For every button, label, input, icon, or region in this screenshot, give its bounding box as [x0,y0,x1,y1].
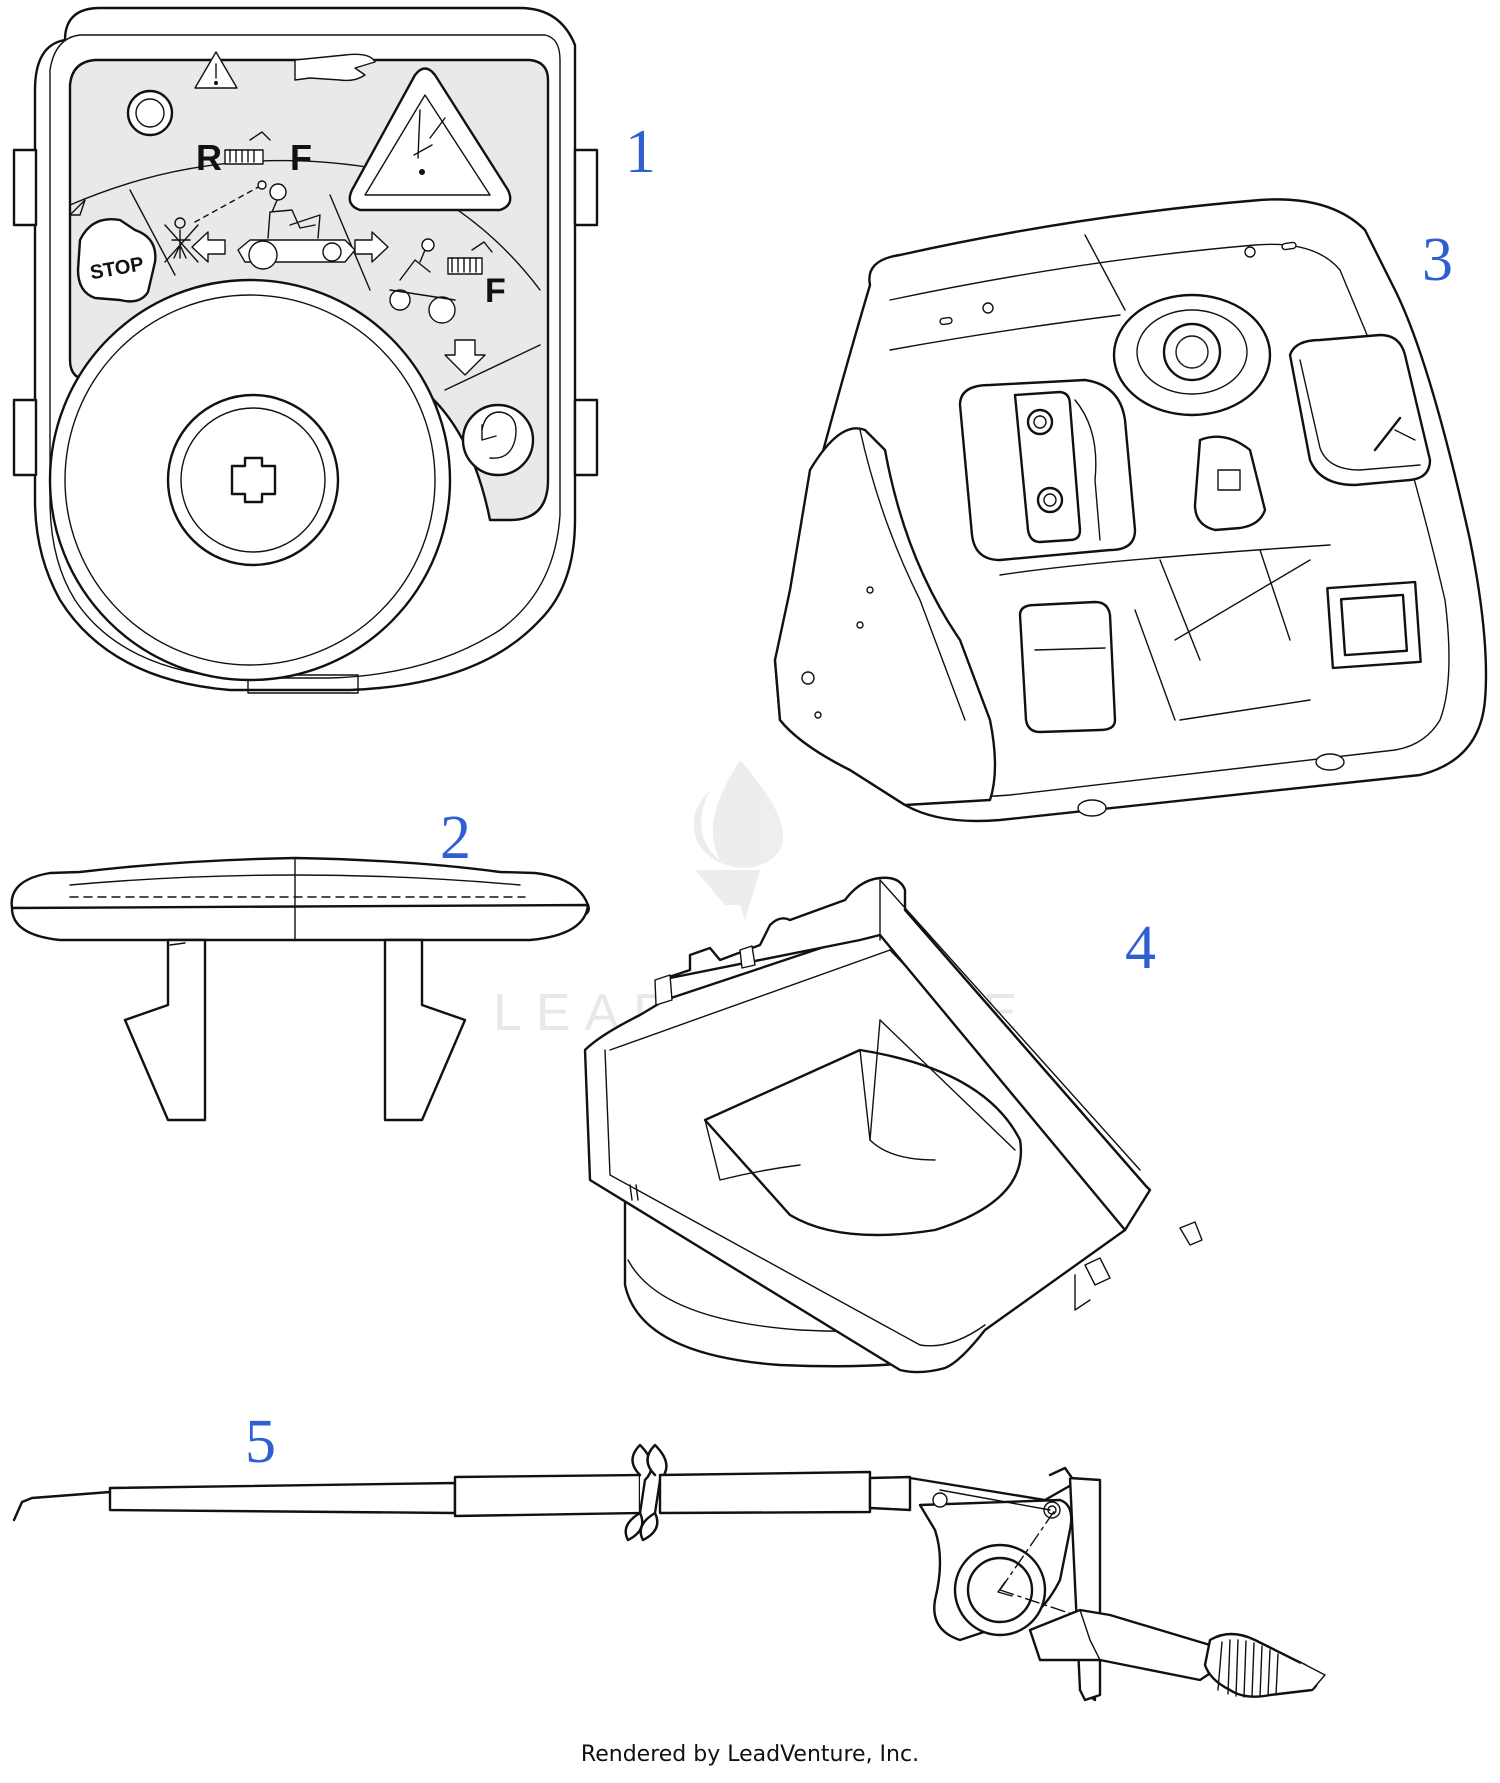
part-3-dash-panel [773,198,1488,823]
indicator-light [126,89,174,137]
rider-forward-icon: F [389,238,506,376]
part-1-ignition-switch: R F STOP [12,6,599,694]
part-2-plug [10,856,590,1122]
forward-label: F [290,137,312,178]
callout-3: 3 [1422,226,1453,294]
warning-icon [194,51,238,89]
footer-credit: Rendered by LeadVenture, Inc. [580,1742,920,1767]
part-5-throttle-cable [12,1443,1326,1702]
callout-4: 4 [1125,914,1156,982]
part-4-shroud [583,876,1203,1374]
callout-5: 5 [245,1408,276,1476]
callout-2: 2 [440,804,471,872]
large-warning-icon [348,67,512,212]
rider-icon [164,180,389,270]
callout-1: 1 [625,118,656,186]
rotate-icon [461,403,535,477]
hand-icon [294,53,376,82]
forward-label-lower: F [485,272,506,310]
key-slot-icon [230,456,277,504]
reverse-label: R [196,137,222,178]
stop-badge: STOP [76,218,157,303]
